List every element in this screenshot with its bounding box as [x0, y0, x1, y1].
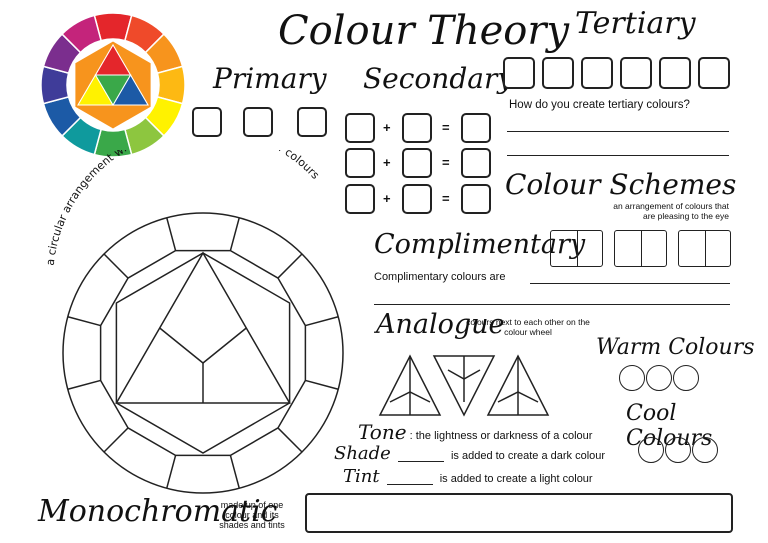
secondary-result-box[interactable] [461, 113, 491, 143]
wheel-divider [277, 427, 303, 453]
complimentary-description: Complimentary colours are [374, 271, 506, 283]
wheel-divider [166, 217, 177, 251]
answer-line [530, 283, 730, 284]
tone-row: Tone : the lightness or darkness of a co… [358, 420, 592, 444]
plus-sign: + [383, 120, 391, 135]
answer-line [507, 131, 729, 132]
tertiary-box[interactable] [542, 57, 574, 89]
heading-shade: Shade [334, 443, 391, 464]
heading-complimentary: Complimentary [374, 229, 586, 260]
shade-blank[interactable] [397, 451, 444, 462]
analogue-triangles [378, 354, 550, 417]
tertiary-box[interactable] [620, 57, 652, 89]
equals-sign: = [442, 120, 450, 135]
heading-tint: Tint [343, 466, 380, 487]
heading-primary: Primary [213, 62, 327, 95]
wheel-divider [229, 455, 240, 489]
tertiary-box[interactable] [659, 57, 691, 89]
equals-sign: = [442, 155, 450, 170]
secondary-input-box[interactable] [402, 113, 432, 143]
wheel-divider [305, 379, 339, 390]
secondary-input-box[interactable] [345, 148, 375, 178]
wheel-outer-ring [62, 212, 344, 494]
wheel-triangle-part [94, 74, 132, 106]
equals-sign: = [442, 191, 450, 206]
wheel-divider [67, 316, 101, 327]
plus-sign: + [383, 155, 391, 170]
tint-row: Tint is added to create a light colour [343, 466, 593, 487]
monochromatic-box[interactable] [305, 493, 733, 533]
wheel-segment [61, 14, 103, 54]
shade-description: is added to create a dark colour [450, 450, 606, 462]
heading-tertiary: Tertiary [575, 6, 696, 41]
wheel-divider [166, 455, 177, 489]
monochromatic-description: made up of one colour and its shades and… [219, 500, 285, 530]
analogue-description: colours next to each other on the colour… [466, 317, 590, 337]
secondary-result-box[interactable] [461, 184, 491, 214]
wheel-hexagon-outline [115, 252, 291, 454]
page-title: Colour Theory [278, 8, 570, 54]
wheel-divider [103, 427, 129, 453]
warm-colour-circle[interactable] [646, 365, 672, 391]
wheel-divider [103, 253, 129, 279]
primary-box-3[interactable] [297, 107, 327, 137]
secondary-result-box[interactable] [461, 148, 491, 178]
tint-description: is added to create a light colour [439, 473, 593, 485]
heading-secondary: Secondary [363, 62, 514, 95]
heading-colour-schemes: Colour Schemes [505, 168, 737, 201]
primary-box-2[interactable] [243, 107, 273, 137]
wheel-divider [67, 379, 101, 390]
wheel-triangle-divider [202, 327, 247, 364]
tertiary-question: How do you create tertiary colours? [509, 99, 690, 111]
wheel-divider [305, 316, 339, 327]
tertiary-box[interactable] [581, 57, 613, 89]
cool-colour-circle[interactable] [638, 437, 664, 463]
answer-line [507, 155, 729, 156]
wheel-triangle-divider [159, 327, 204, 364]
warm-colour-circle[interactable] [619, 365, 645, 391]
secondary-input-box[interactable] [402, 184, 432, 214]
heading-warm-colours: Warm Colours [596, 335, 755, 360]
heading-tone: Tone [358, 420, 407, 444]
plus-sign: + [383, 191, 391, 206]
colour-schemes-description: an arrangement of colours that are pleas… [613, 201, 729, 221]
wheel-arc-label: a circular arrangement which shows the r… [44, 150, 322, 266]
secondary-input-box[interactable] [345, 113, 375, 143]
complimentary-pair-1[interactable] [550, 230, 603, 267]
heading-analogue: Analogue [376, 309, 505, 340]
answer-line [374, 304, 730, 305]
primary-box-1[interactable] [192, 107, 222, 137]
tertiary-box[interactable] [503, 57, 535, 89]
complimentary-pair-3[interactable] [678, 230, 731, 267]
blank-colour-wheel: a circular arrangement which shows the r… [44, 150, 344, 494]
warm-colour-circle[interactable] [673, 365, 699, 391]
tertiary-box[interactable] [698, 57, 730, 89]
secondary-input-box[interactable] [402, 148, 432, 178]
cool-colour-circle[interactable] [665, 437, 691, 463]
complimentary-pair-2[interactable] [614, 230, 667, 267]
colour-wheel-image [40, 12, 186, 158]
wheel-divider [229, 217, 240, 251]
shade-row: Shade is added to create a dark colour [334, 443, 605, 464]
secondary-input-box[interactable] [345, 184, 375, 214]
cool-colour-circle[interactable] [692, 437, 718, 463]
heading-monochromatic: Monochromatic [38, 494, 278, 529]
tint-blank[interactable] [386, 474, 433, 485]
wheel-inner-dodecagon [99, 249, 307, 457]
wheel-divider [277, 253, 303, 279]
tone-description: : the lightness or darkness of a colour [409, 430, 593, 442]
